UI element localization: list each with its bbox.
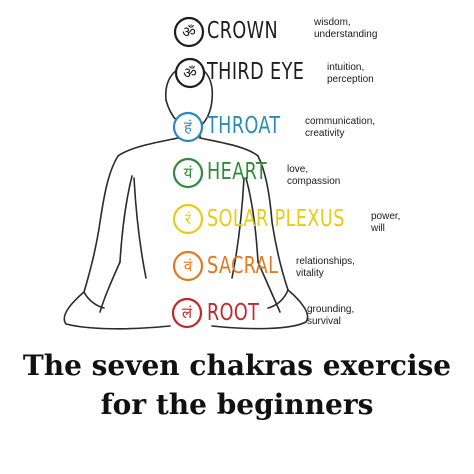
crown-glyph: ॐ (182, 23, 196, 41)
throat-glyph: हं (184, 118, 193, 136)
crown-label: CROWN (207, 18, 279, 44)
chakra-circles (171, 16, 206, 329)
title-line-1: The seven chakras exercise (22, 349, 452, 382)
root-glyph: लं (182, 304, 193, 322)
solar-plexus-description: power,will (371, 211, 401, 234)
title-line-2: for the beginners (100, 388, 374, 421)
third-eye-circle (174, 57, 206, 89)
third-eye-description: intuition,perception (327, 62, 374, 85)
root-description: grounding,survival (307, 304, 355, 327)
third-eye-glyph: ॐ (183, 64, 197, 82)
solar-plexus-circle (172, 203, 204, 235)
heart-description: love,compassion (287, 164, 341, 187)
heart-label: HEART (207, 159, 268, 185)
chakra-glyphs: ॐ ॐ हं यं रं वं लं (182, 23, 197, 322)
sacral-circle (172, 250, 204, 282)
sacral-label: SACRAL (207, 253, 279, 279)
throat-circle (172, 111, 204, 143)
sacral-description: relationships,vitality (296, 256, 355, 279)
root-circle (171, 297, 203, 329)
heart-glyph: यं (184, 164, 193, 182)
third-eye-label: THIRD EYE (207, 59, 305, 85)
solar-plexus-glyph: रं (185, 210, 192, 228)
figure-outline (63, 65, 309, 330)
sacral-glyph: वं (184, 257, 193, 275)
throat-label: THROAT (207, 113, 281, 139)
heart-circle (172, 157, 204, 189)
crown-circle (173, 16, 205, 48)
solar-plexus-label: SOLAR PLEXUS (207, 206, 345, 232)
throat-description: communication,creativity (305, 116, 376, 139)
crown-description: wisdom,understanding (314, 17, 378, 40)
root-label: ROOT (207, 300, 260, 326)
